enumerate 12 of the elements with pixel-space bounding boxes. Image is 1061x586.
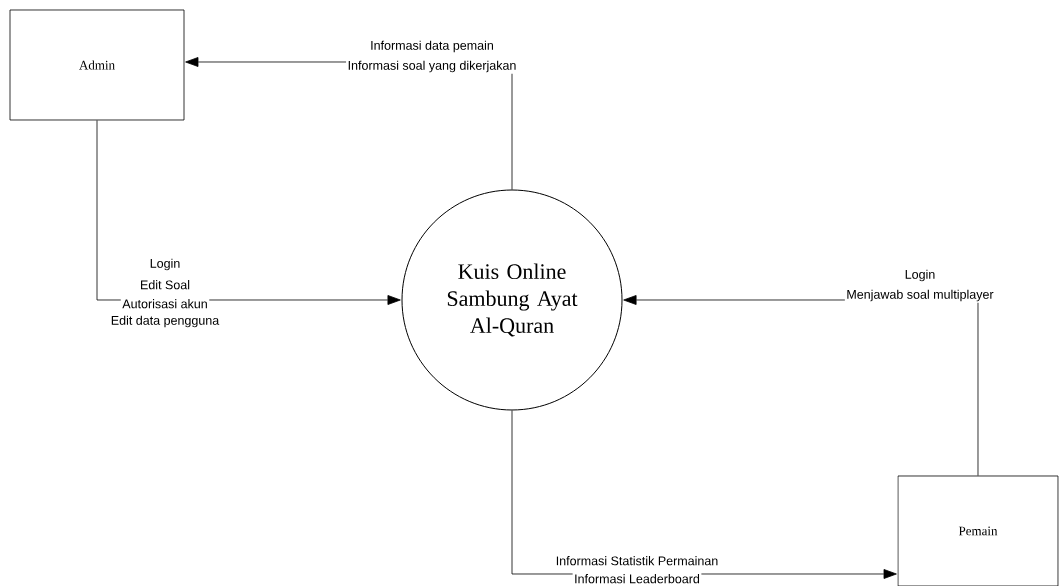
flow-label: Edit Soal bbox=[138, 278, 192, 291]
entity-box: Admin bbox=[9, 9, 185, 121]
entity-box: Pemain bbox=[897, 475, 1059, 586]
flow-label: Menjawab soal multiplayer bbox=[844, 288, 996, 303]
flow-label: Login bbox=[903, 268, 937, 283]
flow-label: Login bbox=[148, 257, 182, 272]
flow-label: Informasi data pemain bbox=[368, 39, 496, 54]
flow-label: Informasi soal yang dikerjakan bbox=[346, 59, 518, 74]
flow-label: Edit data pengguna bbox=[109, 314, 221, 329]
flow-label: Autorisasi akun bbox=[120, 297, 210, 310]
flow-label: Informasi Statistik Permainan bbox=[554, 554, 720, 567]
flow-label: Informasi Leaderboard bbox=[572, 572, 702, 585]
